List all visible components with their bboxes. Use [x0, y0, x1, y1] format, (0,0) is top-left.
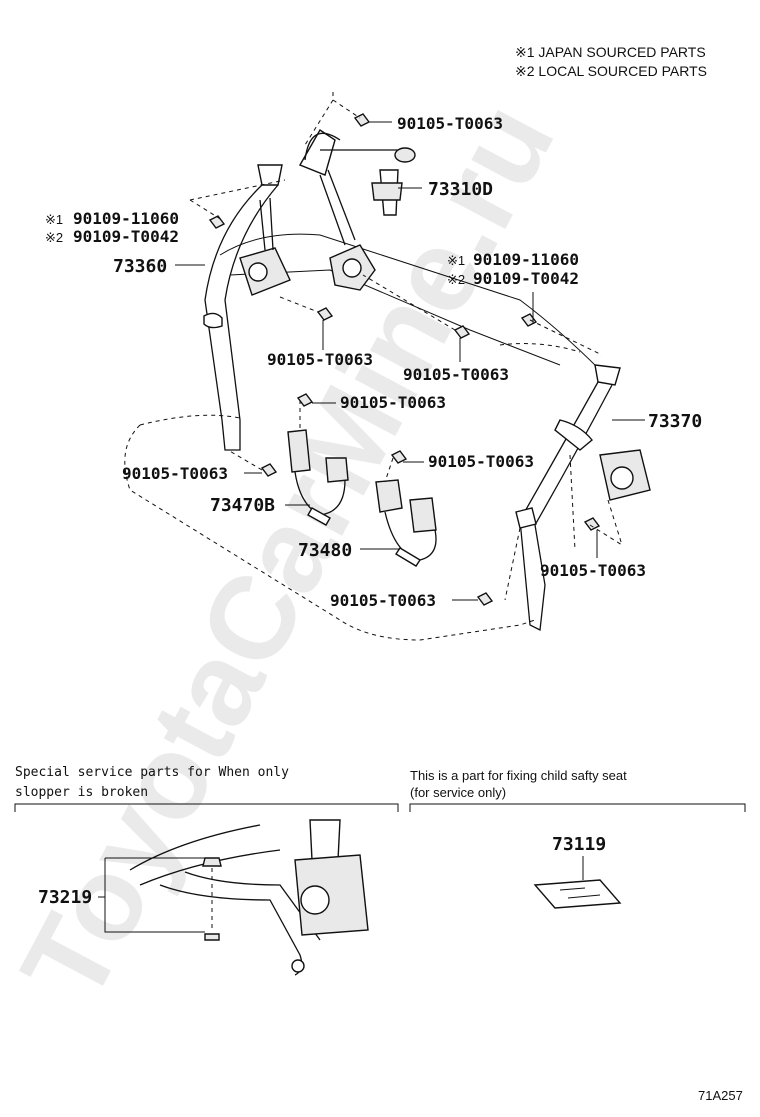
- callout-bolt-left-mid: 90105-T0063: [267, 350, 373, 369]
- leader-lines: [175, 121, 645, 601]
- legend-japan: ※1 JAPAN SOURCED PARTS: [515, 44, 706, 60]
- callout-bolt-center-mid: 90105-T0063: [403, 365, 509, 384]
- callout-bolt-top: 90105-T0063: [397, 114, 503, 133]
- figure-code: 71A257: [698, 1088, 743, 1103]
- service-panel-right: This is a part for fixing child safty se…: [409, 768, 746, 909]
- legend-local: ※2 LOCAL SOURCED PARTS: [515, 63, 707, 79]
- callout-bolt-buckle-left: 90105-T0063: [340, 393, 446, 412]
- callout-bolt-floor-center: 90105-T0063: [330, 591, 436, 610]
- callout-buckle-center: 73480: [298, 540, 352, 561]
- callout-left-jp-mark: ※1: [45, 212, 63, 227]
- callout-right-local-mark: ※2: [447, 272, 465, 287]
- service-panel-left: Special service parts for When only slop…: [14, 765, 399, 976]
- callout-left-local-mark: ※2: [45, 230, 63, 245]
- service-left-note-1: Special service parts for When only: [15, 765, 289, 780]
- callout-bolt-right-lower: 90105-T0063: [540, 561, 646, 580]
- callout-retractor-upper: 73310D: [428, 179, 493, 200]
- callout-left-jp: 90109-11060: [73, 209, 179, 228]
- bolt-icons: [208, 113, 601, 606]
- callout-bolt-buckle-center: 90105-T0063: [428, 452, 534, 471]
- callout-bolt-floor-left: 90105-T0063: [122, 464, 228, 483]
- callout-left-local: 90109-T0042: [73, 227, 179, 246]
- service-right-note-1: This is a part for fixing child safty se…: [410, 768, 627, 783]
- callout-belt-right: 73370: [648, 411, 702, 432]
- service-left-part: 73219: [38, 887, 92, 908]
- callout-buckle-left: 73470B: [210, 495, 275, 516]
- service-left-note-2: slopper is broken: [15, 785, 148, 800]
- seat-belt-assembly-drawing: [124, 92, 651, 641]
- callout-right-jp: 90109-11060: [473, 250, 579, 269]
- service-right-note-2: (for service only): [410, 785, 506, 800]
- service-right-part: 73119: [552, 834, 606, 855]
- callout-belt-left: 73360: [113, 256, 167, 277]
- callout-right-jp-mark: ※1: [447, 253, 465, 268]
- callout-right-local: 90109-T0042: [473, 269, 579, 288]
